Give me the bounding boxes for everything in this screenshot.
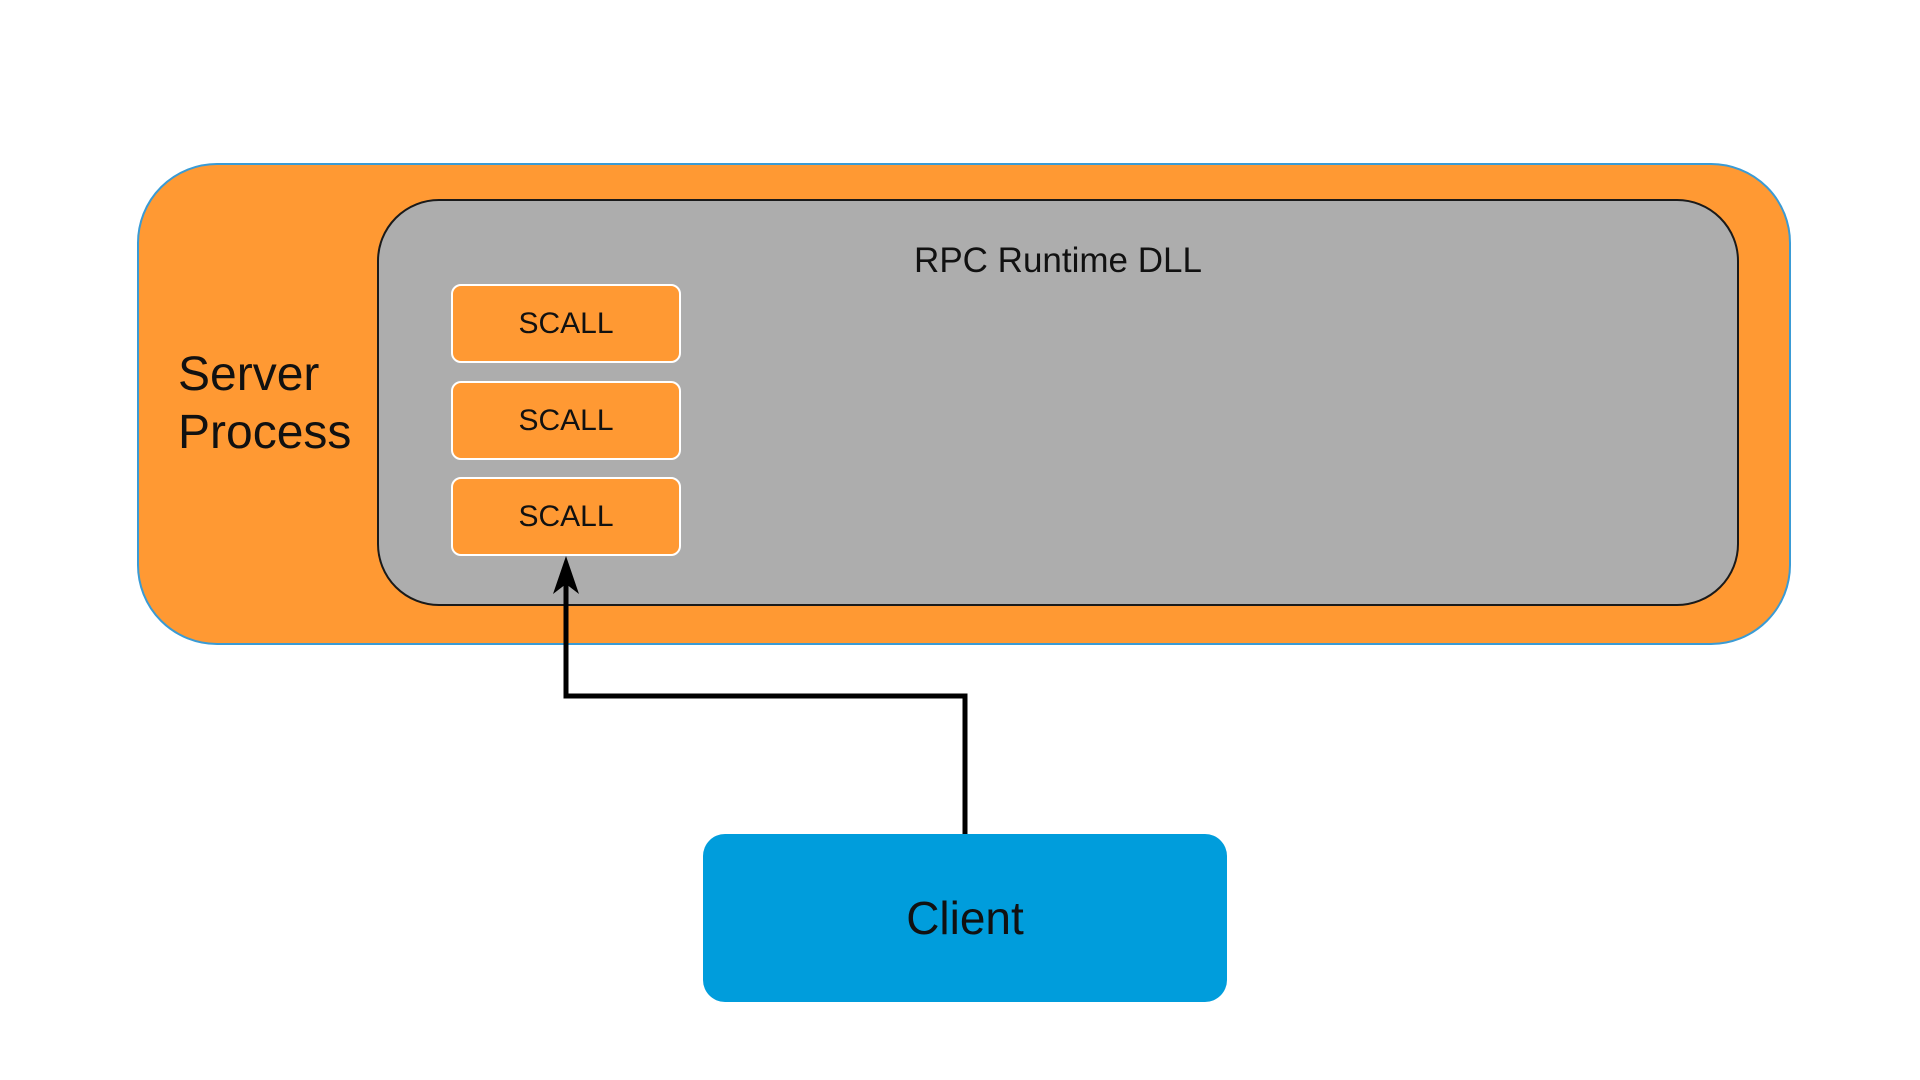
scall-box-3: SCALL xyxy=(451,477,681,556)
scall-box-2: SCALL xyxy=(451,381,681,460)
server-process-label-line-2: Process xyxy=(178,406,352,459)
server-process-label-line-1: Server xyxy=(178,348,320,401)
scall-box-1: SCALL xyxy=(451,284,681,363)
server-process-label: Server Process xyxy=(178,346,351,462)
rpc-runtime-dll-label: RPC Runtime DLL xyxy=(914,241,1202,280)
client-label: Client xyxy=(906,892,1024,944)
client-box: Client xyxy=(703,834,1227,1002)
